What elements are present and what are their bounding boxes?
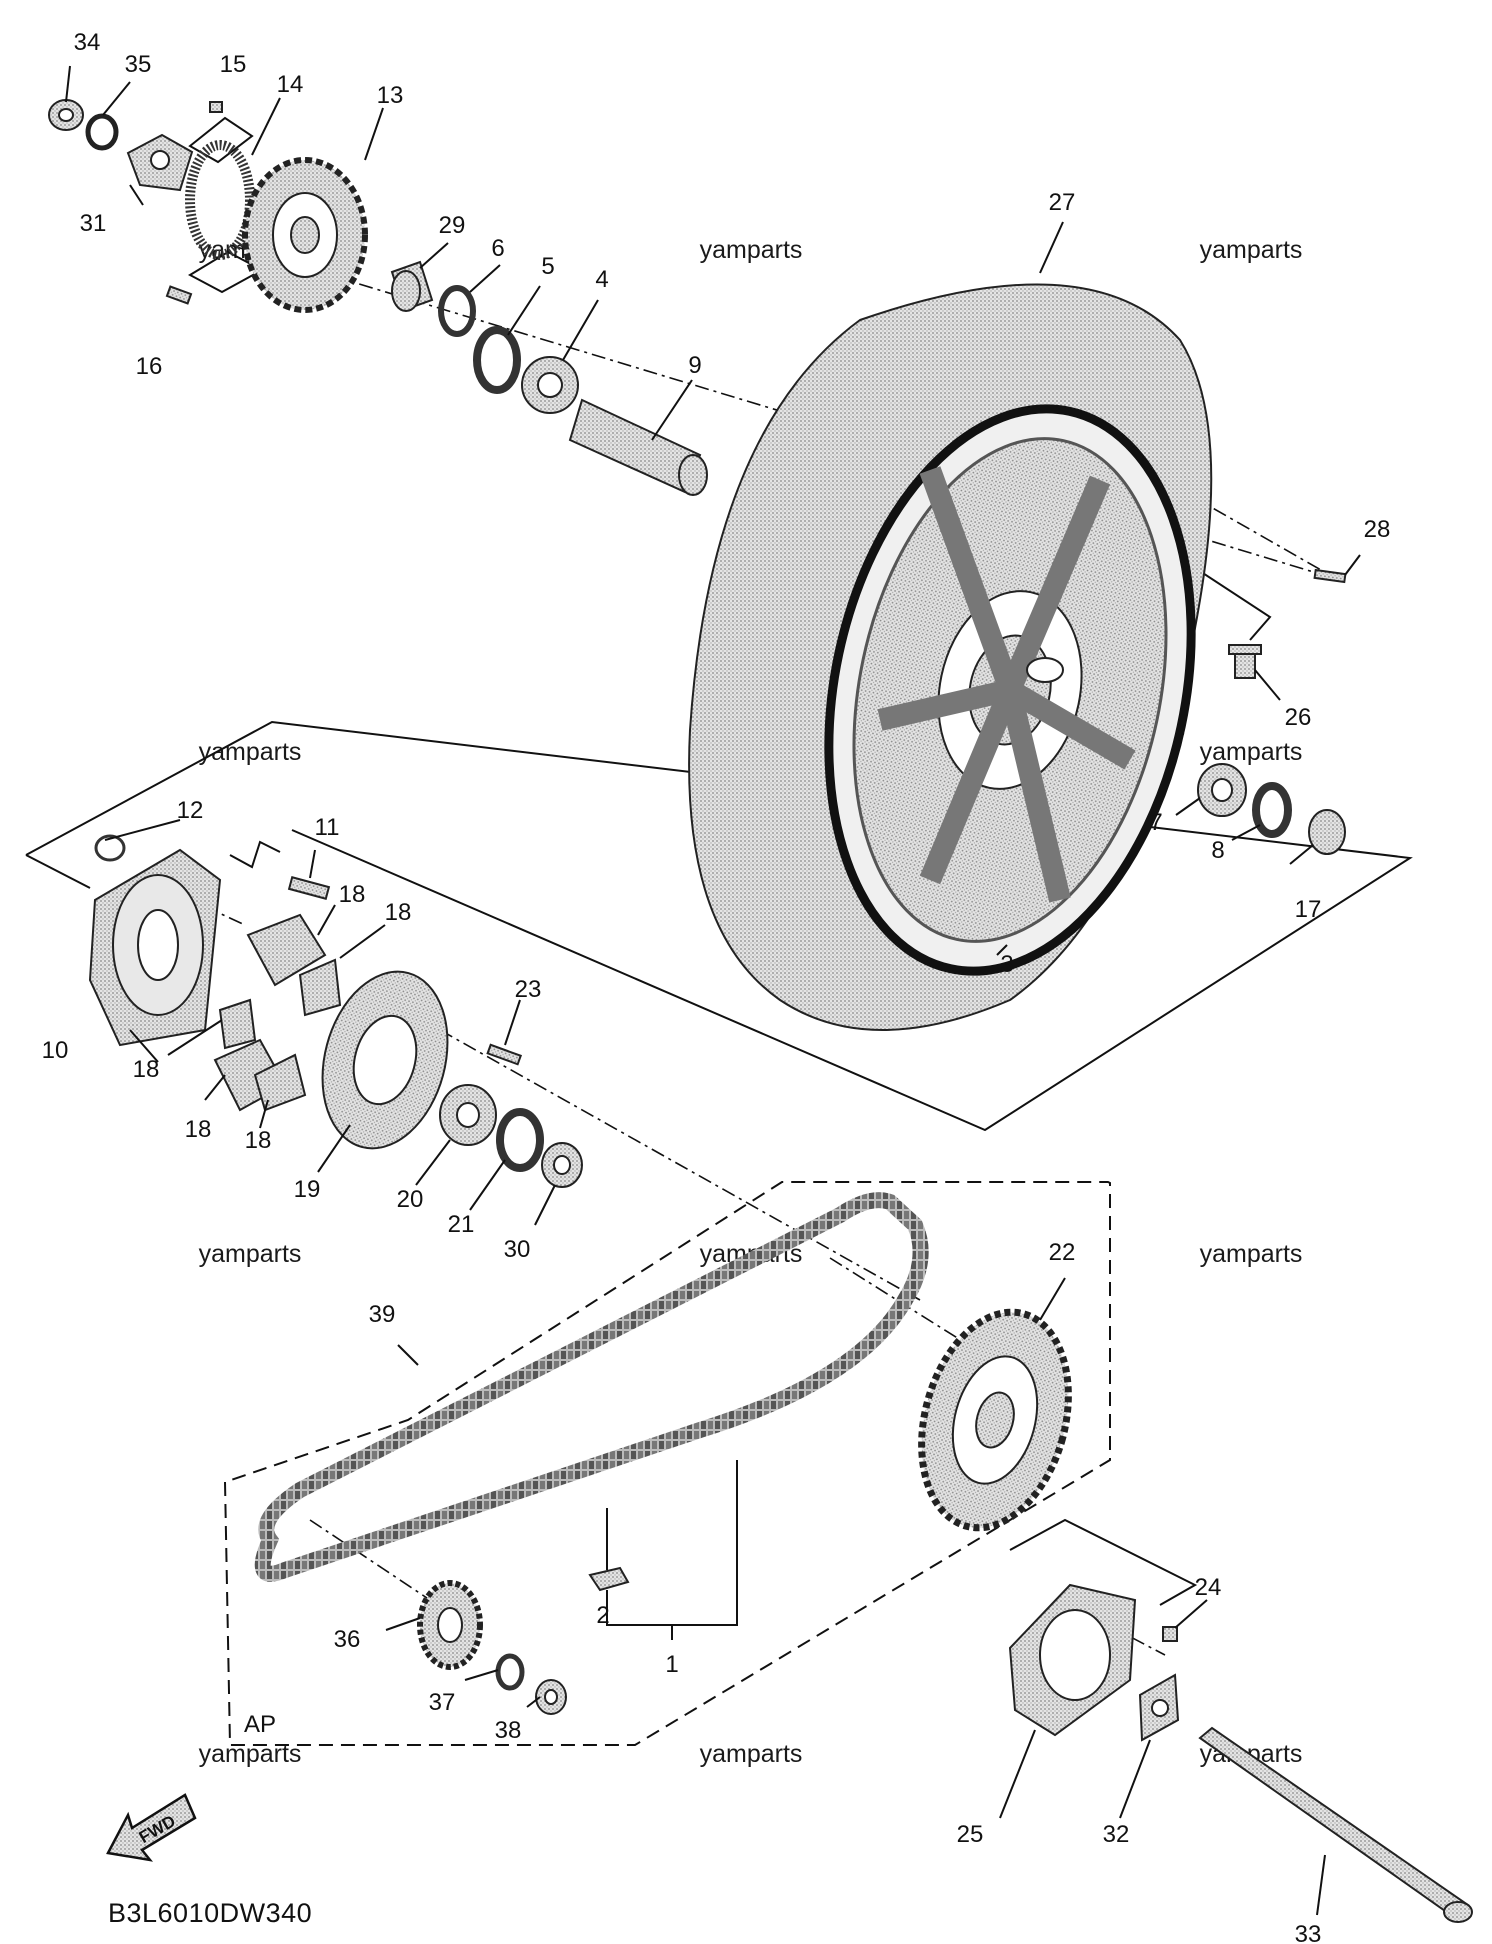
- callout-18d: 18: [185, 1116, 212, 1143]
- part-22-rear-sprocket: [918, 1308, 1072, 1532]
- part-3-wheel: [824, 404, 1196, 976]
- callout-27: 27: [1049, 189, 1076, 216]
- part-34-nut: [48, 99, 84, 131]
- part-7-bearing: [1197, 763, 1247, 817]
- part-6-ring: [438, 285, 476, 337]
- part-38-nut: [535, 1679, 567, 1715]
- part-10-clutch-hub: [88, 848, 222, 1047]
- part-18-dampers: [213, 913, 342, 1112]
- part-21-seal: [496, 1108, 544, 1172]
- callout-36: 36: [334, 1626, 361, 1653]
- callout-25: 25: [957, 1821, 984, 1848]
- callout-29: 29: [439, 212, 466, 239]
- callout-20: 20: [397, 1186, 424, 1213]
- ap-kit-box: [224, 1181, 1111, 1746]
- callout-numbers: 1 2 3 4 5 6 7 8 9 10 11 12 13 14 15 16 1…: [42, 29, 1391, 1944]
- diagram-code: B3L6010DW340: [108, 1898, 312, 1928]
- part-24-nut: [1162, 1626, 1178, 1642]
- part-13-sprocket: [242, 157, 368, 313]
- part-8-seal: [1252, 782, 1292, 838]
- callout-37: 37: [429, 1689, 456, 1716]
- callout-33: 33: [1295, 1921, 1322, 1944]
- ap-group-label: AP: [244, 1711, 276, 1738]
- part-5-seal: [473, 326, 521, 394]
- watermark: yamparts: [700, 236, 803, 264]
- callout-22: 22: [1049, 1239, 1076, 1266]
- callout-35: 35: [125, 51, 152, 78]
- watermark: yamparts: [199, 1240, 302, 1268]
- part-12-clip: [94, 834, 126, 862]
- callout-18e: 18: [245, 1127, 272, 1154]
- callout-11: 11: [315, 814, 340, 841]
- callout-18a: 18: [339, 881, 366, 908]
- callout-21: 21: [448, 1211, 475, 1238]
- part-17-collar: [1308, 809, 1346, 855]
- part-19-hub: [321, 970, 449, 1150]
- part-16-bolt: [165, 285, 193, 305]
- watermark: yamparts: [199, 738, 302, 766]
- part-31-plate: [126, 133, 194, 192]
- part-11-bolt: [287, 876, 331, 900]
- part-28-valve: [1313, 568, 1347, 584]
- callout-31: 31: [80, 210, 107, 237]
- part-15-bolt: [209, 101, 223, 113]
- callout-39: 39: [369, 1301, 396, 1328]
- callout-15: 15: [220, 51, 247, 78]
- callout-1: 1: [665, 1651, 678, 1678]
- callout-10: 10: [42, 1037, 69, 1064]
- callout-4: 4: [595, 266, 608, 293]
- watermark: yamparts: [700, 1740, 803, 1768]
- callout-26: 26: [1285, 704, 1312, 731]
- callout-23: 23: [515, 976, 542, 1003]
- part-2-chain-joint: [588, 1566, 630, 1592]
- part-29-collar: [390, 260, 434, 312]
- part-37-washer: [495, 1653, 525, 1691]
- callout-13: 13: [377, 82, 404, 109]
- callout-6: 6: [491, 235, 504, 262]
- part-20-bearing: [439, 1084, 497, 1146]
- callout-28: 28: [1364, 516, 1391, 543]
- callout-3: 3: [1000, 951, 1013, 978]
- part-30-collar: [541, 1142, 583, 1188]
- callout-30: 30: [504, 1236, 531, 1263]
- watermark: yamparts: [1200, 236, 1303, 264]
- part-36-drive-sprocket: [417, 1580, 483, 1670]
- fwd-arrow-icon: FWD: [106, 1793, 197, 1862]
- callout-5: 5: [541, 253, 554, 280]
- callout-2: 2: [596, 1602, 609, 1629]
- callout-17: 17: [1295, 896, 1322, 923]
- part-33-axle: [1198, 1726, 1473, 1923]
- callout-24: 24: [1195, 1574, 1222, 1601]
- leader-lines: [65, 65, 1361, 1916]
- part-9-spacer: [568, 398, 708, 496]
- callout-34: 34: [74, 29, 101, 56]
- part-26-bolt: [1228, 644, 1262, 679]
- part-35-washer: [85, 113, 119, 151]
- watermark: yamparts: [1200, 1240, 1303, 1268]
- part-4-bearing: [521, 356, 579, 414]
- part-23-bolt: [486, 1043, 523, 1066]
- callout-18b: 18: [385, 899, 412, 926]
- callout-18c: 18: [133, 1056, 160, 1083]
- callout-7: 7: [1149, 809, 1162, 836]
- callout-9: 9: [688, 352, 701, 379]
- callout-38: 38: [495, 1717, 522, 1744]
- callout-14: 14: [277, 71, 304, 98]
- callout-16: 16: [136, 353, 163, 380]
- callout-8: 8: [1211, 837, 1224, 864]
- part-39-drive-chain: [254, 1192, 929, 1582]
- watermark: yamparts: [1200, 738, 1303, 766]
- part-25-bracket: [1008, 1583, 1137, 1737]
- callout-19: 19: [294, 1176, 321, 1203]
- callout-32: 32: [1103, 1821, 1130, 1848]
- part-32-plate: [1138, 1673, 1180, 1742]
- callout-12: 12: [177, 797, 204, 824]
